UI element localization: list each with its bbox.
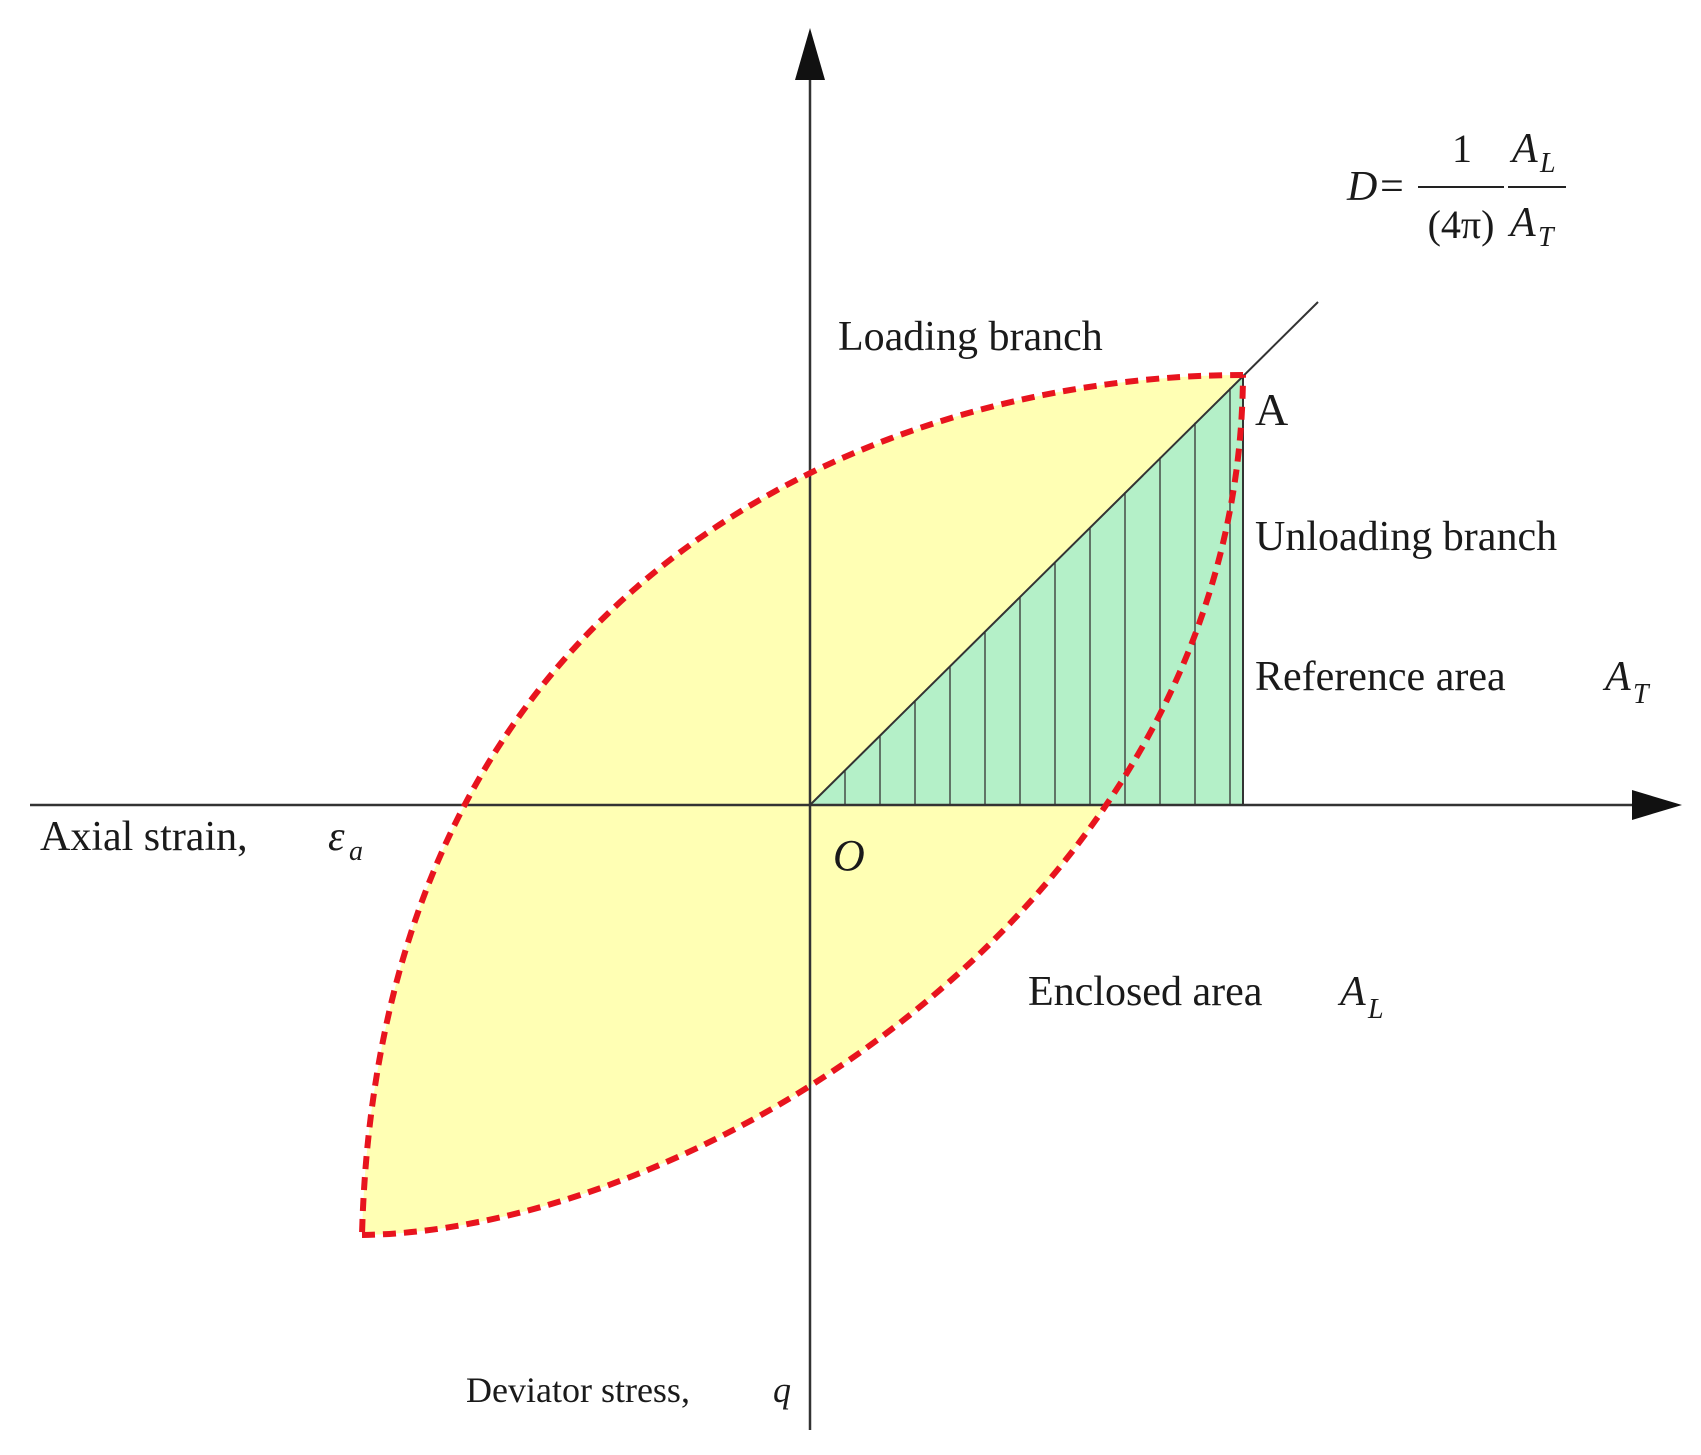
loading-branch-curve <box>359 372 1244 1236</box>
reference-area-symbol: A <box>1602 654 1631 700</box>
reference-area-hatching <box>844 387 1231 805</box>
enclosed-area-symbol: A <box>1337 969 1366 1015</box>
x-axis-symbol: ε <box>328 814 345 860</box>
y-axis-symbol: q <box>773 1370 791 1410</box>
formula-frac2-numerator: A <box>1509 126 1538 172</box>
formula-frac2-denominator-sub: T <box>1538 222 1556 253</box>
unloading-branch-curve <box>361 374 1246 1238</box>
reference-area-label: Reference area <box>1255 654 1506 700</box>
enclosed-area-subscript: L <box>1367 994 1384 1025</box>
formula-frac2-numerator-sub: L <box>1539 148 1556 179</box>
unloading-branch-label: Unloading branch <box>1255 514 1557 560</box>
formula-frac1-numerator: 1 <box>1452 126 1472 171</box>
y-axis-arrow <box>795 28 825 80</box>
origin-label: O <box>833 831 865 880</box>
x-axis-subscript: a <box>349 836 363 867</box>
point-a-label: A <box>1255 384 1288 435</box>
loading-branch-label: Loading branch <box>838 314 1103 360</box>
formula-frac2-denominator: A <box>1507 200 1536 246</box>
x-axis-arrow <box>1632 790 1682 820</box>
y-axis-label: Deviator stress, <box>466 1370 690 1410</box>
enclosed-area-label: Enclosed area <box>1028 969 1263 1015</box>
reference-area-subscript: T <box>1633 679 1651 710</box>
damping-ratio-formula: D= 1 (4π) A L A T <box>1346 126 1566 253</box>
x-axis-label: Axial strain, <box>40 814 248 860</box>
reference-triangle-outline <box>809 301 1319 806</box>
formula-lhs: D= <box>1346 164 1406 210</box>
formula-frac1-denominator: (4π) <box>1428 202 1495 247</box>
